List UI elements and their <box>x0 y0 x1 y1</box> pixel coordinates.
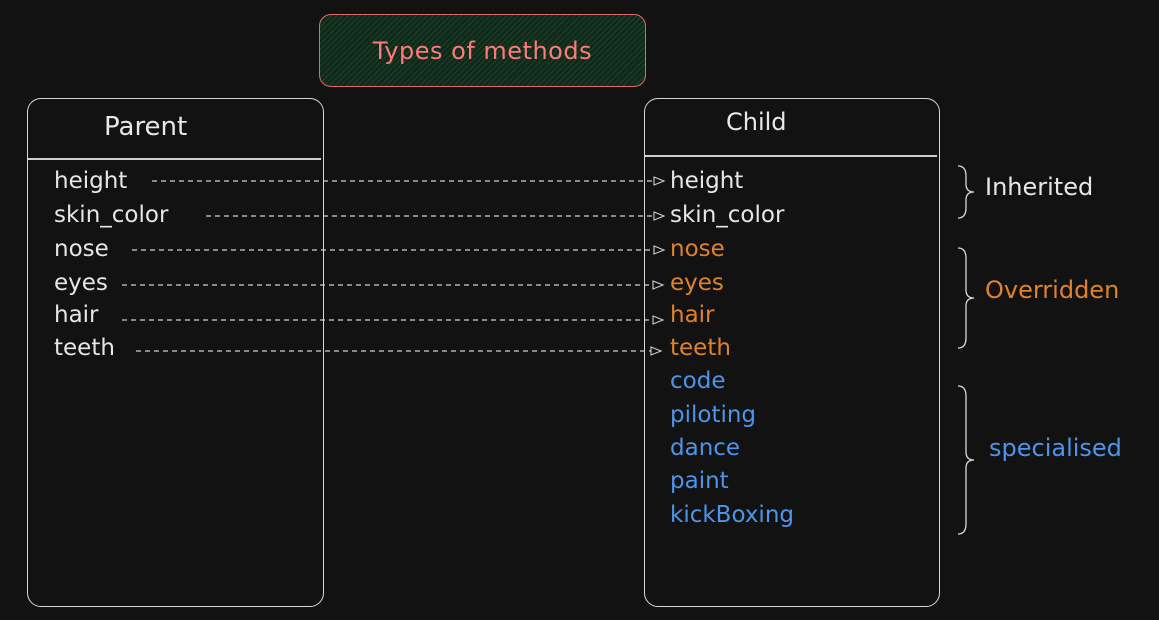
diagram-title: Types of methods <box>372 36 593 65</box>
group-braces <box>957 165 975 535</box>
inheritance-arrows <box>122 176 666 356</box>
parent-class-box <box>27 98 324 607</box>
parent-member-nose: nose <box>54 236 109 262</box>
group-label-specialised: specialised <box>989 434 1122 462</box>
brace-inherited <box>957 165 975 219</box>
child-member-eyes: eyes <box>670 270 724 296</box>
arrow-height-head <box>653 176 666 186</box>
child-member-kickboxing: kickBoxing <box>670 502 794 528</box>
brace-overridden <box>957 247 975 349</box>
arrow-eyes-head <box>652 280 665 290</box>
group-label-overridden: Overridden <box>985 276 1120 304</box>
arrow-skin-color-head <box>653 211 666 221</box>
child-class-box <box>644 98 940 607</box>
child-member-piloting: piloting <box>670 402 757 428</box>
child-class-title: Child <box>726 108 787 136</box>
child-member-height: height <box>670 168 744 194</box>
parent-class-title: Parent <box>104 112 188 142</box>
arrow-hair-head <box>652 315 665 325</box>
parent-member-height: height <box>54 168 128 194</box>
child-member-hair: hair <box>670 302 715 328</box>
brace-specialised <box>957 385 975 535</box>
child-divider <box>645 155 937 157</box>
arrow-nose-head <box>653 245 666 255</box>
child-member-paint: paint <box>670 468 729 494</box>
parent-member-hair: hair <box>54 302 99 328</box>
child-member-code: code <box>670 368 726 394</box>
diagram-title-box: Types of methods <box>319 14 646 87</box>
parent-divider <box>28 158 321 160</box>
child-member-nose: nose <box>670 236 725 262</box>
child-member-dance: dance <box>670 435 741 461</box>
arrow-teeth-head <box>650 346 663 356</box>
child-member-teeth: teeth <box>670 335 731 361</box>
child-member-skin-color: skin_color <box>670 202 785 228</box>
parent-member-skin-color: skin_color <box>54 202 169 228</box>
group-label-inherited: Inherited <box>985 173 1094 201</box>
parent-member-eyes: eyes <box>54 270 108 296</box>
parent-member-teeth: teeth <box>54 335 115 361</box>
